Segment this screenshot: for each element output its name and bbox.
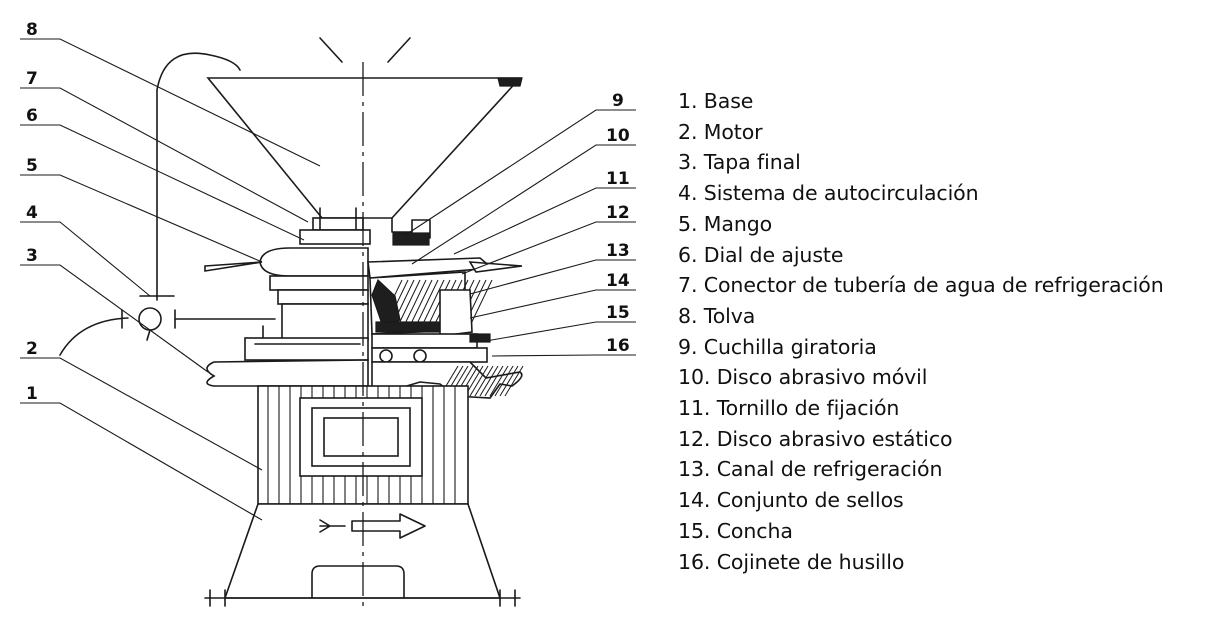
legend-item: 14. Conjunto de sellos [678, 488, 904, 513]
legend-item: 8. Tolva [678, 303, 756, 328]
callout-6: 6 [26, 106, 38, 126]
colloid-mill-diagram: 8 7 6 5 4 3 2 1 9 10 11 12 13 14 15 16 [20, 20, 636, 610]
legend-item: 9. Cuchilla giratoria [678, 334, 877, 359]
callout-10: 10 [606, 126, 630, 146]
callout-12: 12 [606, 203, 630, 223]
callout-5: 5 [26, 156, 38, 176]
legend-item: 16. Cojinete de husillo [678, 549, 905, 574]
leader-lines [20, 38, 636, 521]
legend-item: 3. Tapa final [678, 150, 801, 175]
legend-item: 12. Disco abrasivo estático [678, 426, 953, 451]
callout-13: 13 [606, 241, 630, 261]
legend-item: 7. Conector de tubería de agua de refrig… [678, 273, 1164, 298]
legend-item: 13. Canal de refrigeración [678, 457, 943, 482]
legend-item: 4. Sistema de autocirculación [678, 181, 979, 206]
parts-legend: 1. Base 2. Motor 3. Tapa final 4. Sistem… [678, 86, 1164, 577]
machine-drawing [59, 37, 524, 610]
callout-7: 7 [26, 69, 38, 89]
callout-numbers: 8 7 6 5 4 3 2 1 9 10 11 12 13 14 15 16 [26, 20, 630, 404]
legend-item: 5. Mango [678, 211, 773, 236]
legend-item: 2. Motor [678, 119, 763, 144]
handle [259, 247, 369, 277]
legend-item: 1. Base [678, 89, 754, 113]
callout-14: 14 [606, 271, 630, 291]
circulation-pipe [206, 359, 369, 387]
legend-item: 10. Disco abrasivo móvil [678, 365, 928, 390]
callout-1: 1 [26, 384, 38, 404]
callout-4: 4 [26, 203, 38, 223]
legend-item: 11. Tornillo de fijación [678, 396, 900, 421]
hopper [206, 77, 522, 219]
callout-3: 3 [26, 246, 38, 266]
legend-item: 15. Concha [678, 518, 793, 543]
callout-8: 8 [26, 20, 38, 40]
callout-15: 15 [606, 303, 630, 323]
callout-2: 2 [26, 339, 38, 359]
grinding-assembly [367, 217, 524, 399]
legend-item: 6. Dial de ajuste [678, 242, 844, 267]
callout-16: 16 [606, 336, 630, 356]
callout-11: 11 [606, 169, 630, 189]
callout-9: 9 [612, 91, 624, 111]
